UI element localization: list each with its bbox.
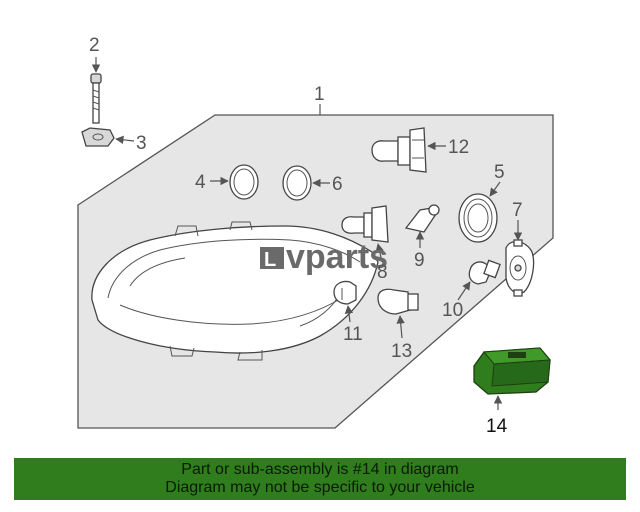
bulb-12 xyxy=(371,127,427,173)
callout-11: 11 xyxy=(343,324,363,345)
callout-8: 8 xyxy=(377,262,388,283)
bulb-8 xyxy=(341,205,389,243)
seal-ring-4 xyxy=(229,164,259,200)
callout-14: 14 xyxy=(486,416,508,437)
bolt xyxy=(90,73,102,124)
bulb-11 xyxy=(333,280,357,305)
cover-ring-5 xyxy=(458,193,498,243)
callout-13: 13 xyxy=(391,341,412,362)
watermark-logo: L vparts xyxy=(260,238,388,276)
info-banner: Part or sub-assembly is #14 in diagram D… xyxy=(14,458,626,500)
seal-ring-6 xyxy=(282,165,312,201)
watermark-text: vparts xyxy=(286,238,388,276)
callout-9: 9 xyxy=(414,250,425,271)
clip-nut xyxy=(81,127,115,147)
parts-diagram: L vparts 2 3 1 4 6 12 5 7 8 9 10 11 13 1… xyxy=(77,35,554,437)
banner-line-1: Part or sub-assembly is #14 in diagram xyxy=(181,461,459,478)
headlamp-housing xyxy=(91,221,379,361)
callout-7: 7 xyxy=(512,200,523,221)
socket-7 xyxy=(505,239,535,297)
ballast-control-unit xyxy=(473,347,552,395)
callout-10: 10 xyxy=(442,300,463,321)
callout-6: 6 xyxy=(332,174,343,195)
callout-3: 3 xyxy=(136,133,147,154)
svg-text:L: L xyxy=(264,249,276,271)
socket-13 xyxy=(377,288,419,315)
banner-line-2: Diagram may not be specific to your vehi… xyxy=(165,479,475,496)
bulb-10 xyxy=(468,259,501,285)
callout-2: 2 xyxy=(89,35,100,56)
callout-1: 1 xyxy=(314,84,325,105)
callout-12: 12 xyxy=(448,137,469,158)
callout-4: 4 xyxy=(195,172,206,193)
callout-5: 5 xyxy=(494,162,505,183)
leader-lines xyxy=(91,57,523,410)
